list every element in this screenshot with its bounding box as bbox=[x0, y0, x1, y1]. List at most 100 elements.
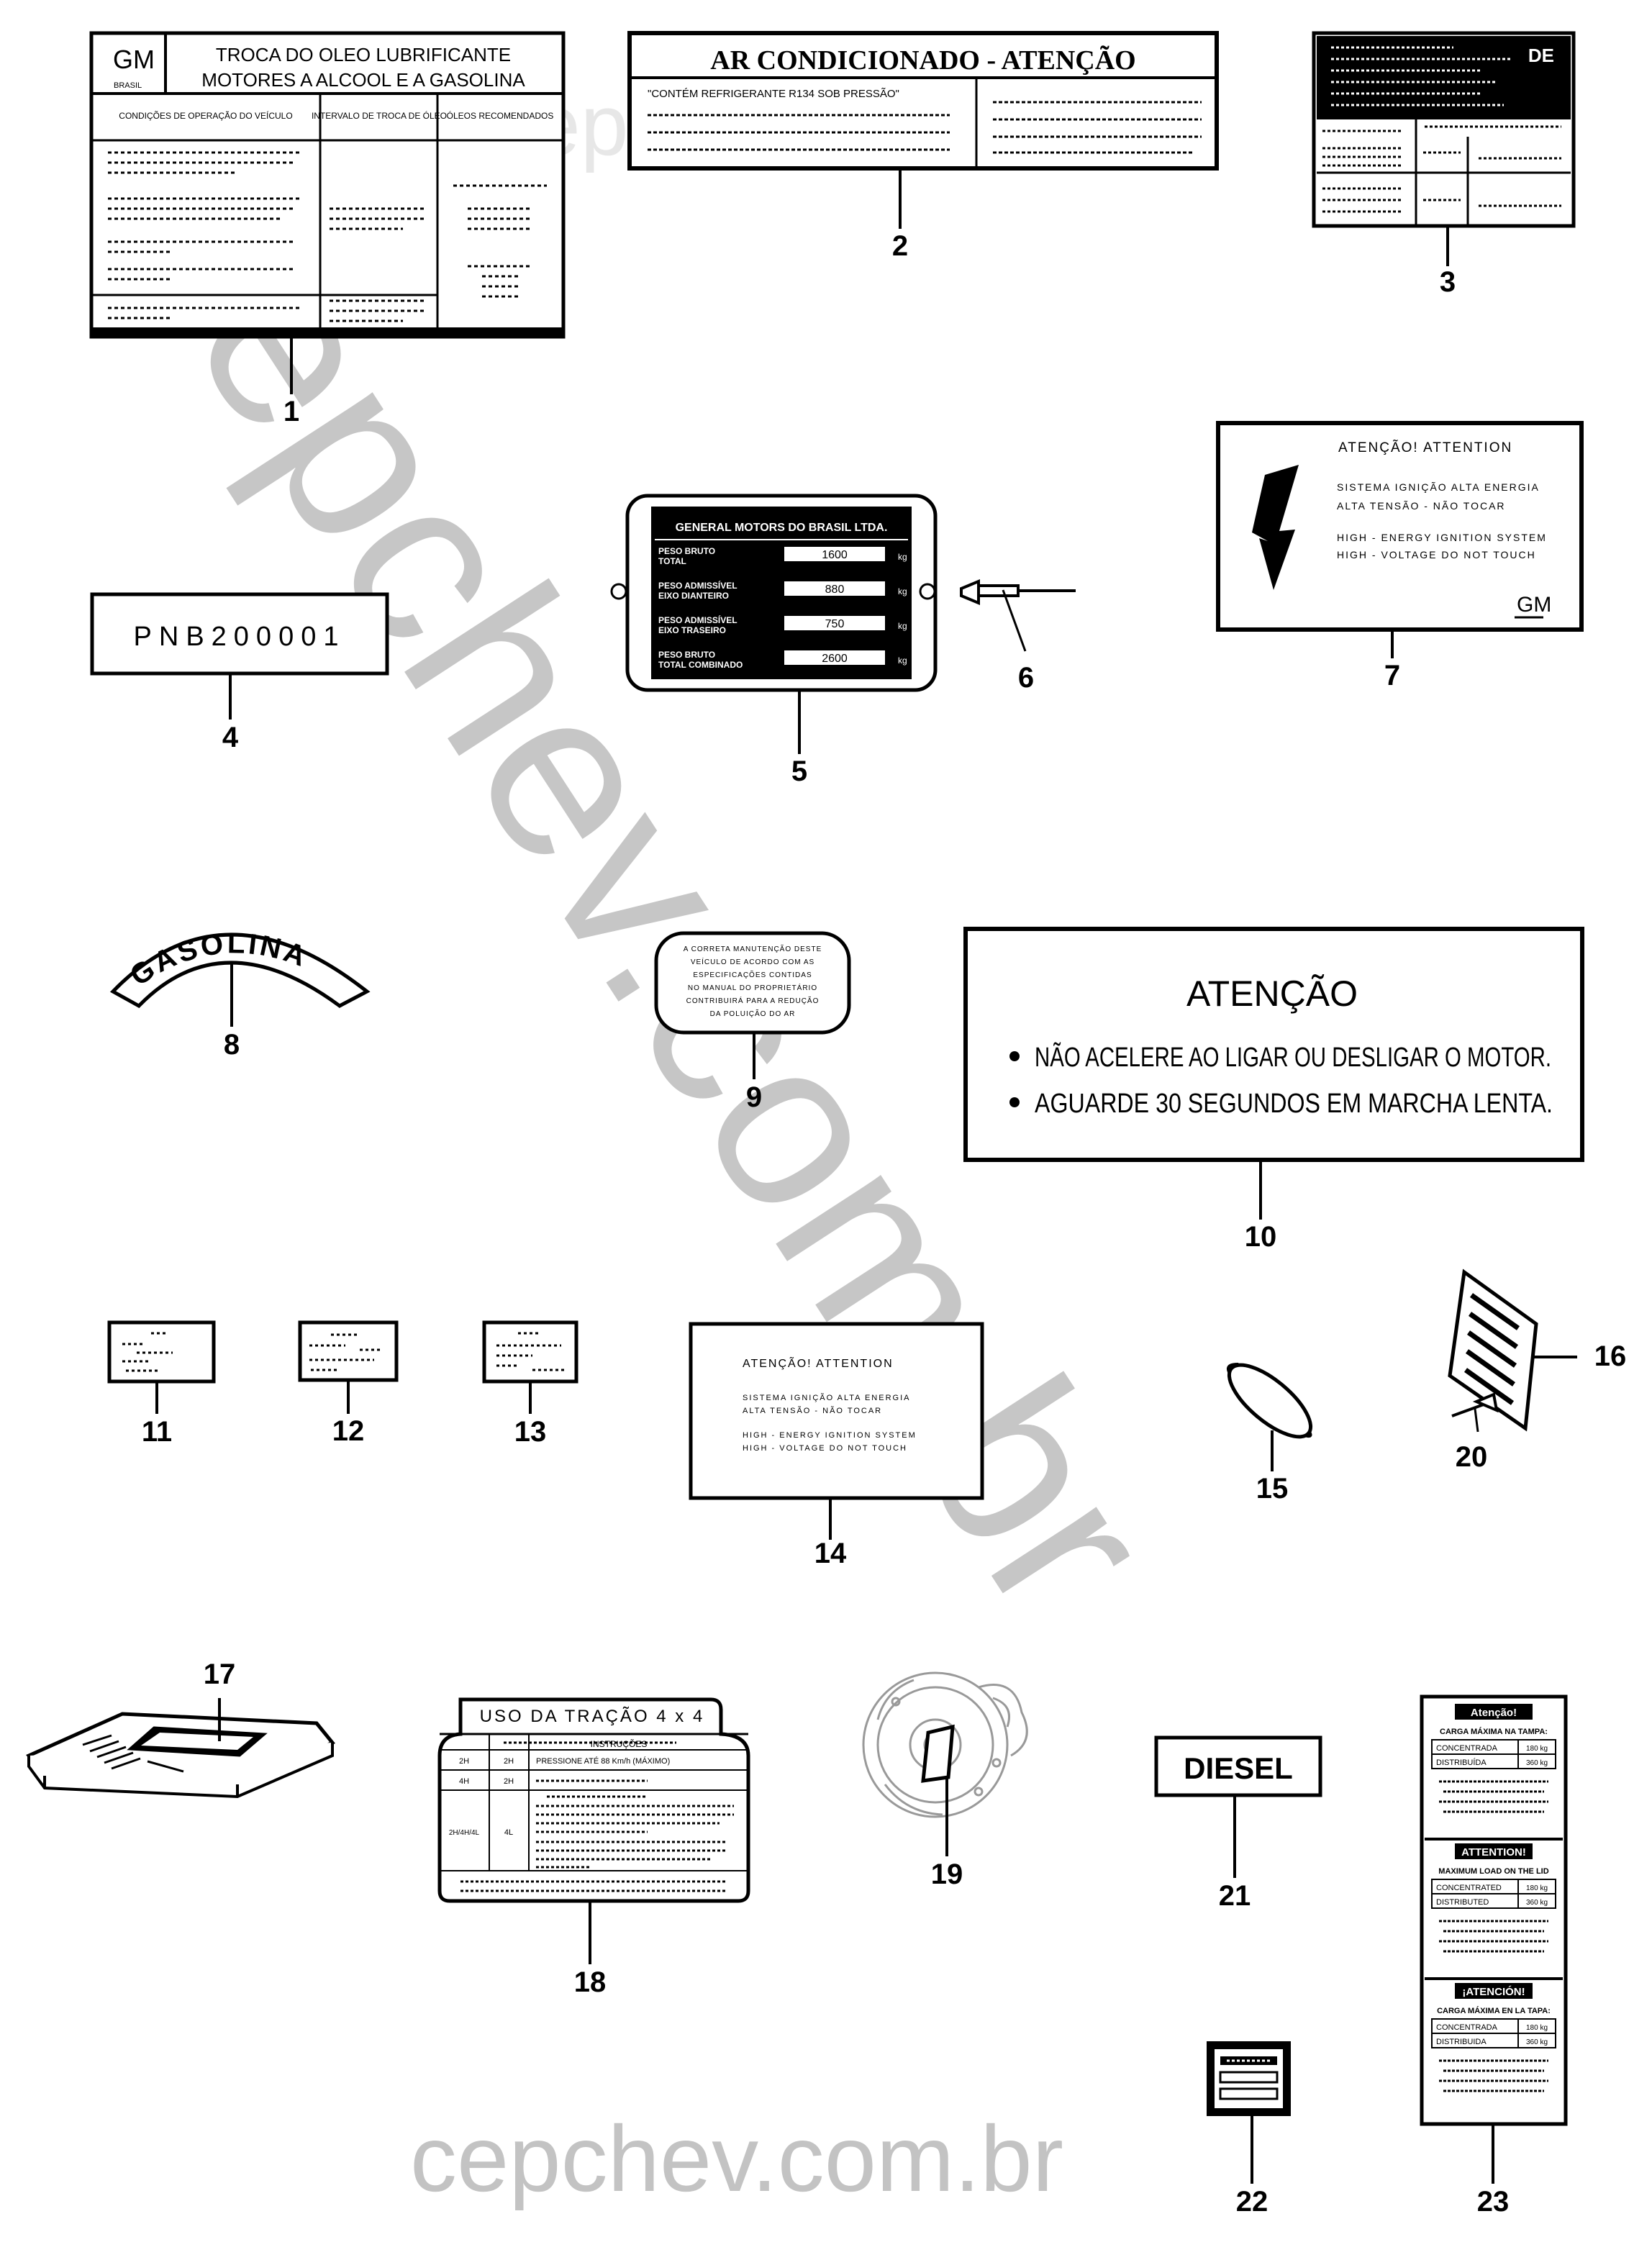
label23-value: 180 kg bbox=[1526, 1745, 1548, 1753]
callout-9: 9 bbox=[746, 1081, 762, 1113]
label23-value: 180 kg bbox=[1526, 1884, 1548, 1892]
label18-title: USO DA TRAÇÃO 4 x 4 bbox=[480, 1707, 705, 1726]
label18-r3a: 2H/4H/4L bbox=[449, 1829, 480, 1837]
label9-line: CONTRIBUIRÁ PARA A REDUÇÃO bbox=[686, 996, 820, 1005]
label-small-11 bbox=[107, 1320, 216, 1384]
plate-row-unit: kg bbox=[898, 621, 907, 631]
label2-title: AR CONDICIONADO - ATENÇÃO bbox=[710, 45, 1136, 76]
label23-sub: CARGA MÁXIMA NA TAMPA: bbox=[1440, 1727, 1548, 1736]
rivet-20 bbox=[1451, 1392, 1499, 1433]
callout-18: 18 bbox=[574, 1966, 607, 1998]
plate-row-value: 2600 bbox=[822, 653, 848, 665]
plate-value-box bbox=[784, 581, 885, 596]
plate-value-box bbox=[784, 650, 885, 665]
plate-row-label-2: EIXO DIANTEIRO bbox=[658, 591, 729, 601]
plate-row-label: PESO BRUTO bbox=[658, 650, 715, 660]
label18-ok: PRESSIONE ATÉ 88 Km/h (MÁXIMO) bbox=[536, 1756, 670, 1766]
plate-row-unit: kg bbox=[898, 586, 907, 596]
label7-brand: GM bbox=[1517, 593, 1551, 617]
label4-code: PNB200001 bbox=[134, 622, 346, 652]
plate-row-label-2: EIXO TRASEIRO bbox=[658, 625, 726, 635]
plate-row-label-2: TOTAL COMBINADO bbox=[658, 660, 743, 670]
label-tailgate-load: Atenção! CARGA MÁXIMA NA TAMPA: CONCENTRAD… bbox=[1420, 1694, 1568, 2126]
label18-r3b: 4L bbox=[504, 1828, 513, 1837]
plate-row-value: 1600 bbox=[822, 549, 848, 561]
label1-col3: ÓLEOS RECOMENDADOS bbox=[447, 110, 554, 121]
label5-company: GENERAL MOTORS DO BRASIL LTDA. bbox=[676, 522, 888, 534]
label-small-22 bbox=[1207, 2041, 1291, 2116]
label-chassis-number: PNB200001 bbox=[90, 592, 389, 676]
label23-value: 180 kg bbox=[1526, 2024, 1548, 2032]
label18-r1a: 2H bbox=[459, 1757, 469, 1766]
callout-10: 10 bbox=[1245, 1221, 1277, 1253]
callout-19: 19 bbox=[931, 1858, 963, 1890]
label23-row: CONCENTRADA bbox=[1436, 2023, 1498, 2032]
brake-assembly-19 bbox=[862, 1671, 1028, 1818]
callout-22: 22 bbox=[1236, 2186, 1268, 2218]
plate-gm-weights: GENERAL MOTORS DO BRASIL LTDA. PESO BRUT… bbox=[610, 494, 938, 692]
callout-2: 2 bbox=[892, 230, 908, 262]
callout-17: 17 bbox=[204, 1658, 236, 1690]
label-air-conditioning: AR CONDICIONADO - ATENÇÃO "CONTÉM REFRIG… bbox=[627, 31, 1219, 171]
callout-16: 16 bbox=[1594, 1340, 1627, 1372]
callout-20: 20 bbox=[1456, 1441, 1488, 1473]
label23-title-bg bbox=[1455, 1704, 1533, 1720]
callout-12: 12 bbox=[332, 1415, 365, 1447]
callout-14: 14 bbox=[814, 1538, 847, 1569]
label10-bullet1: NÃO ACELERE AO LIGAR OU DESLIGAR O MOTOR… bbox=[1035, 1042, 1551, 1073]
label7-line4: HIGH - VOLTAGE DO NOT TOUCH bbox=[1337, 549, 1536, 560]
plate-value-box bbox=[784, 616, 885, 630]
plate-row-label: PESO BRUTO bbox=[658, 546, 715, 556]
label14-line3: HIGH - ENERGY IGNITION SYSTEM bbox=[743, 1431, 917, 1440]
label1-title-1: TROCA DO OLEO LUBRIFICANTE bbox=[216, 44, 511, 65]
label-tire-pressure: DE bbox=[1312, 31, 1576, 228]
label23-row: CONCENTRADA bbox=[1436, 1744, 1498, 1753]
plate-value-box bbox=[784, 547, 885, 561]
label9-line: A CORRETA MANUTENÇÃO DESTE bbox=[684, 944, 822, 953]
label14-line4: HIGH - VOLTAGE DO NOT TOUCH bbox=[743, 1444, 907, 1453]
label7-line1: SISTEMA IGNIÇÃO ALTA ENERGIA bbox=[1337, 481, 1540, 493]
label1-title-2: MOTORES A ALCOOL E A GASOLINA bbox=[201, 69, 525, 91]
callout-23: 23 bbox=[1477, 2186, 1510, 2218]
plate-16 bbox=[1448, 1268, 1577, 1432]
label7-line3: HIGH - ENERGY IGNITION SYSTEM bbox=[1337, 532, 1547, 543]
label3-tag: DE bbox=[1528, 45, 1554, 66]
watermark-diagonal: cepchev.com.br bbox=[78, 120, 1206, 1656]
label9-line: ESPECIFICAÇÕES CONTIDAS bbox=[693, 970, 812, 979]
label-oil-change: GM BRASIL TROCA DO OLEO LUBRIFICANTE MOT… bbox=[89, 31, 566, 339]
label23-row: DISTRIBUTED bbox=[1436, 1898, 1489, 1907]
callout-13: 13 bbox=[514, 1416, 547, 1448]
label2-line1: "CONTÉM REFRIGERANTE R134 SOB PRESSÃO" bbox=[648, 88, 899, 100]
label1-col1: CONDIÇÕES DE OPERAÇÃO DO VEÍCULO bbox=[119, 110, 292, 121]
plate-row-unit: kg bbox=[898, 552, 907, 562]
label-small-12 bbox=[298, 1320, 399, 1382]
label23-title: Atenção! bbox=[1471, 1707, 1517, 1719]
label21-text: DIESEL bbox=[1184, 1751, 1293, 1785]
callout-1: 1 bbox=[283, 396, 299, 427]
label23-title-bg bbox=[1455, 1983, 1533, 1999]
label23-title: ¡ATENCIÓN! bbox=[1462, 1985, 1525, 1998]
label23-row: DISTRIBUÍDA bbox=[1436, 1758, 1487, 1767]
plate-row-label: PESO ADMISSÍVEL bbox=[658, 614, 738, 625]
plate-row-label-2: TOTAL bbox=[658, 556, 686, 566]
pad-15 bbox=[1227, 1362, 1313, 1439]
label23-value: 360 kg bbox=[1526, 2038, 1548, 2046]
label-high-voltage-2: ATENÇÃO! ATTENTION SISTEMA IGNIÇÃO ALTA … bbox=[689, 1322, 984, 1500]
callout-4: 4 bbox=[222, 722, 239, 753]
label10-bullet2: AGUARDE 30 SEGUNDOS EM MARCHA LENTA. bbox=[1035, 1089, 1553, 1119]
label23-value: 360 kg bbox=[1526, 1899, 1548, 1907]
emblem-gasolina: GASOLINA bbox=[109, 927, 371, 1009]
callout-21: 21 bbox=[1219, 1880, 1251, 1912]
callout-11: 11 bbox=[142, 1416, 172, 1448]
callout-7: 7 bbox=[1384, 660, 1400, 691]
callout-6: 6 bbox=[1018, 662, 1034, 694]
plate-row-value: 750 bbox=[825, 618, 845, 630]
label18-header: INSTRUÇÕES bbox=[591, 1738, 648, 1749]
label14-title: ATENÇÃO! ATTENTION bbox=[743, 1356, 894, 1370]
callout-3: 3 bbox=[1440, 266, 1456, 298]
label23-sections: Atenção! CARGA MÁXIMA NA TAMPA: CONCENTRAD… bbox=[1425, 1704, 1563, 2092]
